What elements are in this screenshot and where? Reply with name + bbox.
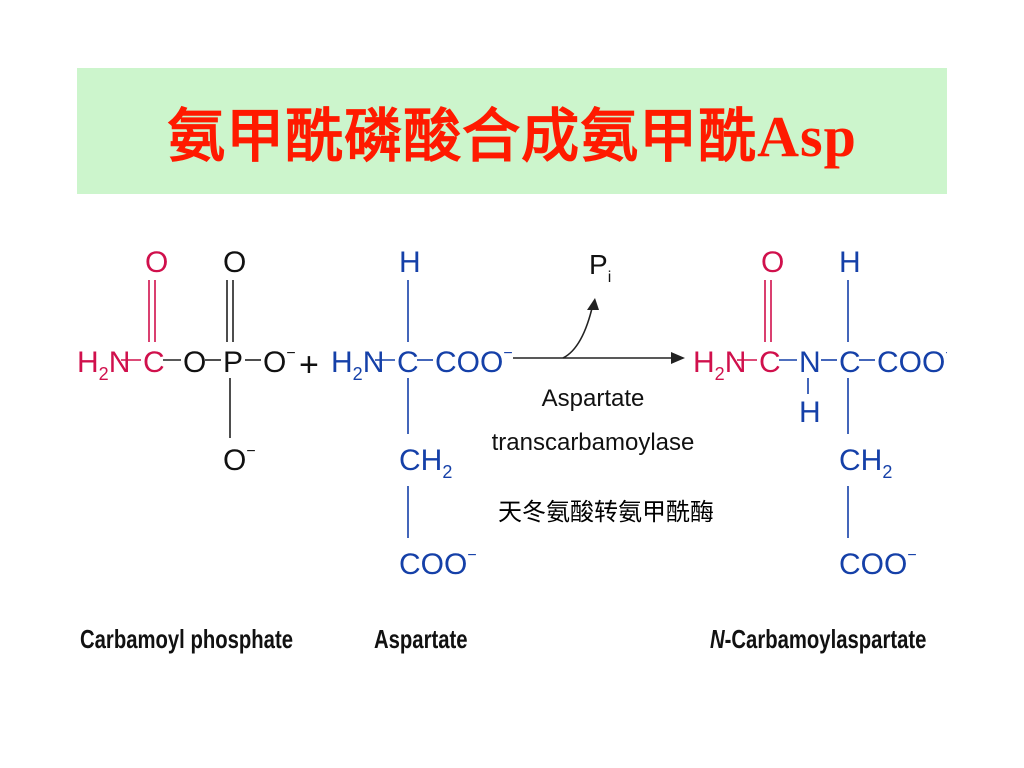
atom-o: O	[761, 246, 784, 279]
caption-aspartate: Aspartate	[374, 624, 468, 654]
arrow-head	[671, 352, 685, 364]
caption-rest: -Carbamoylaspartate	[724, 624, 927, 654]
title-banner: 氨甲酰磷酸合成氨甲酰Asp	[77, 68, 947, 194]
atom-h2n: H2N	[77, 346, 130, 384]
slide-title: 氨甲酰磷酸合成氨甲酰Asp	[167, 104, 857, 169]
plus-sign: +	[299, 346, 319, 384]
atom-p: P	[223, 346, 243, 379]
group-ch2: CH2	[839, 444, 892, 482]
enzyme-name-line1: Aspartate	[542, 385, 645, 412]
atom-n: N	[799, 346, 821, 379]
atom-c: C	[759, 346, 781, 379]
caption-carbamoyl-phosphate: Carbamoyl phosphate	[80, 624, 293, 654]
atom-c: C	[839, 346, 861, 379]
pi-label: Pi	[589, 249, 611, 286]
atom-h: H	[399, 246, 421, 279]
group-coo-minus: COO−	[839, 547, 917, 581]
pi-arrow-head	[587, 298, 599, 310]
enzyme-name-line2: transcarbamoylase	[492, 429, 695, 456]
atom-h: H	[839, 246, 861, 279]
group-coo-minus: COO−	[877, 345, 947, 379]
caption-italic-n: N	[710, 624, 725, 654]
atom-o: O	[183, 346, 206, 379]
atom-h2n: H2N	[693, 346, 746, 384]
group-ch2: CH2	[399, 444, 452, 482]
atom-o: O	[145, 246, 168, 279]
atom-o: O	[223, 246, 246, 279]
atom-c: C	[143, 346, 165, 379]
enzyme-name-chinese: 天冬氨酸转氨甲酰酶	[498, 498, 714, 526]
reaction-diagram: O H2N C O P O O− O− + H H2N C	[77, 246, 947, 581]
n-carbamoylaspartate-structure: O H2N C N H C H COO− CH2 COO−	[693, 246, 947, 581]
atom-o-minus: O−	[263, 345, 296, 379]
atom-c: C	[397, 346, 419, 379]
caption-n-carbamoylaspartate: N-Carbamoylaspartate	[710, 624, 926, 655]
aspartate-structure: H H2N C COO− CH2 COO−	[331, 246, 513, 581]
reaction-arrow: Pi Aspartate transcarbamoylase	[492, 249, 695, 456]
atom-h: H	[799, 396, 821, 429]
atom-o-minus: O−	[223, 443, 256, 477]
reaction-panel: O H2N C O P O O− O− + H H2N C	[77, 220, 947, 682]
group-coo-minus: COO−	[399, 547, 477, 581]
carbamoyl-phosphate-structure: O H2N C O P O O− O−	[77, 246, 296, 477]
atom-h2n: H2N	[331, 346, 384, 384]
group-coo-minus: COO−	[435, 345, 513, 379]
pi-release-curve	[562, 303, 594, 359]
